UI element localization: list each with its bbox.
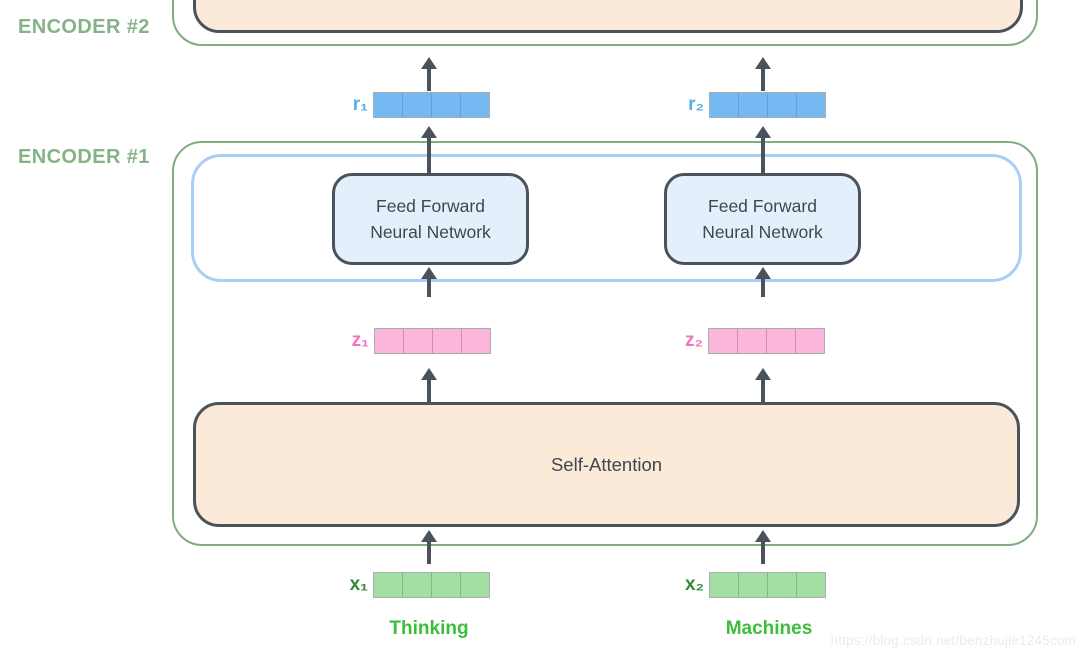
vector-x1-cells [373, 572, 490, 598]
vector-r2: r₂ [664, 92, 826, 118]
arrowhead-icon [421, 126, 437, 138]
arrowhead-icon [755, 267, 771, 279]
feed-forward-layer-container [191, 154, 1022, 282]
vector-cell [796, 573, 825, 597]
vector-cell [766, 329, 795, 353]
vector-cell [402, 93, 431, 117]
arrowhead-icon [755, 126, 771, 138]
arrowhead-icon [755, 368, 771, 380]
vector-cell [710, 573, 738, 597]
vector-cell [402, 573, 431, 597]
vector-x1: x₁ [328, 572, 490, 598]
vector-z1: z₁ [329, 328, 491, 354]
input-token-thinking: Thinking [389, 618, 469, 639]
vector-cell [709, 329, 737, 353]
vector-cell [375, 329, 403, 353]
vector-r1-cells [373, 92, 490, 118]
up-arrow-z1-to-ff1 [421, 267, 437, 297]
vector-cell [796, 93, 825, 117]
encoder-1-label: ENCODER #1 [18, 146, 150, 168]
up-arrow-z2-to-ff2 [755, 267, 771, 297]
vector-cell [710, 93, 738, 117]
csdn-watermark: https://blog.csdn.net/benzhujie1245com [830, 633, 1076, 648]
vector-x1-label: x₁ [349, 574, 368, 595]
vector-cell [460, 93, 489, 117]
vector-z1-cells [374, 328, 491, 354]
vector-z2-cells [708, 328, 825, 354]
up-arrow-x1-to-sa [421, 530, 437, 564]
arrowhead-icon [421, 57, 437, 69]
up-arrow-ff1-to-r1 [421, 126, 437, 173]
vector-x2: x₂ [664, 572, 826, 598]
feed-forward-block-1: Feed Forward Neural Network [332, 173, 529, 265]
arrowhead-icon [421, 368, 437, 380]
vector-r2-cells [709, 92, 826, 118]
vector-cell [767, 573, 796, 597]
feed-forward-text-line1: Feed Forward [376, 196, 485, 216]
up-arrow-x2-to-sa [755, 530, 771, 564]
up-arrow-sa-to-z2 [755, 368, 771, 404]
vector-cell [767, 93, 796, 117]
feed-forward-text-line2: Neural Network [370, 222, 491, 242]
vector-x2-cells [709, 572, 826, 598]
vector-cell [403, 329, 432, 353]
self-attention-text: Self-Attention [550, 453, 663, 475]
arrowhead-icon [421, 530, 437, 542]
vector-z2: z₂ [663, 328, 825, 354]
encoder-2-inner-block [193, 0, 1023, 33]
vector-cell [374, 573, 402, 597]
vector-cell [795, 329, 824, 353]
vector-cell [461, 329, 490, 353]
up-arrow-ff2-to-r2 [755, 126, 771, 173]
vector-cell [738, 573, 767, 597]
vector-z2-label: z₂ [685, 330, 703, 351]
vector-cell [737, 329, 766, 353]
up-arrow-r2-to-encoder2 [755, 57, 771, 91]
feed-forward-text-line2: Neural Network [702, 222, 823, 242]
up-arrow-r1-to-encoder2 [421, 57, 437, 91]
self-attention-block: Self-Attention [193, 402, 1020, 527]
encoder-1-box [172, 141, 1038, 546]
encoder-2-label: ENCODER #2 [18, 16, 150, 38]
up-arrow-sa-to-z1 [421, 368, 437, 404]
encoder-2-box [172, 0, 1038, 46]
vector-cell [738, 93, 767, 117]
feed-forward-text-line1: Feed Forward [708, 196, 817, 216]
arrowhead-icon [755, 530, 771, 542]
vector-r1-label: r₁ [352, 94, 368, 115]
vector-z1-label: z₁ [351, 330, 369, 351]
feed-forward-block-2: Feed Forward Neural Network [664, 173, 861, 265]
arrowhead-icon [421, 267, 437, 279]
arrowhead-icon [755, 57, 771, 69]
vector-r2-label: r₂ [688, 94, 704, 115]
input-token-machines: Machines [725, 618, 813, 639]
vector-cell [432, 329, 461, 353]
vector-x2-label: x₂ [684, 574, 704, 595]
vector-cell [431, 93, 460, 117]
vector-cell [374, 93, 402, 117]
vector-cell [431, 573, 460, 597]
vector-cell [460, 573, 489, 597]
vector-r1: r₁ [328, 92, 490, 118]
